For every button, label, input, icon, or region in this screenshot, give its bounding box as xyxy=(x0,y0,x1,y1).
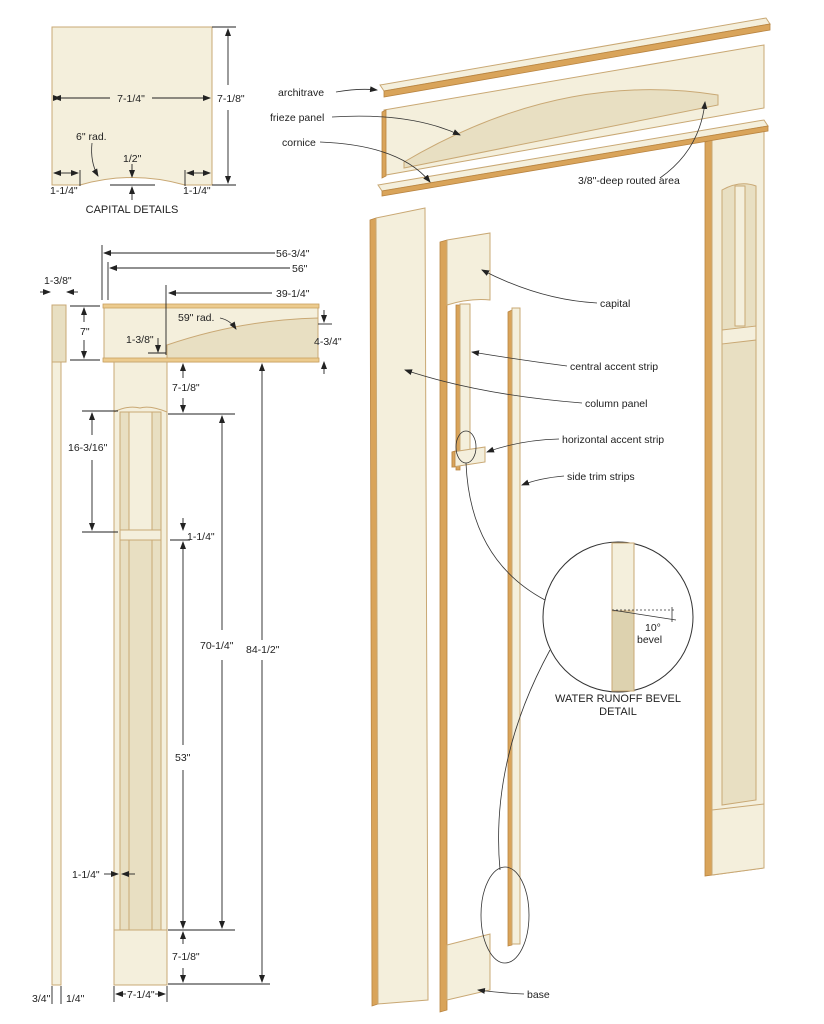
dim-column-width: 7-1/4" xyxy=(127,989,155,1001)
label-frieze-panel: frieze panel xyxy=(270,112,324,124)
capital-left-inset-label: 1-1/4" xyxy=(50,185,78,197)
label-side-trim-strips: side trim strips xyxy=(567,471,635,483)
dim-accent-strip: 1-1/4" xyxy=(187,531,215,543)
dim-lower-panel: 53" xyxy=(175,752,191,764)
label-column-panel: column panel xyxy=(585,398,647,410)
capital-details-title: CAPITAL DETAILS xyxy=(86,204,179,216)
capital-details: 7-1/4" 7-1/8" 6" rad. 1/2" 1-1/4" 1-1/4"… xyxy=(50,26,245,216)
dim-side-strip: 1-1/4" xyxy=(72,869,100,881)
dim-panel-height: 70-1/4" xyxy=(200,640,234,652)
bevel-angle: 10° xyxy=(645,622,661,634)
dim-arch-radius: 59" rad. xyxy=(178,312,214,324)
dim-frieze-width: 56" xyxy=(292,263,308,275)
label-horizontal-accent-strip: horizontal accent strip xyxy=(562,434,664,446)
dim-arch-width: 39-1/4" xyxy=(276,288,310,300)
central-accent-strip xyxy=(459,303,471,453)
label-central-accent-strip: central accent strip xyxy=(570,361,658,373)
capital-width-label: 7-1/4" xyxy=(117,93,145,105)
dim-arch-offset: 1-3/8" xyxy=(126,334,154,346)
capital-height-label: 7-1/8" xyxy=(217,93,245,105)
dim-base-height: 7-1/8" xyxy=(172,951,200,963)
label-routed-area: 3/8"-deep routed area xyxy=(578,175,680,187)
exploded-view: 10° bevel WATER RUNOFF BEVEL DETAIL arch… xyxy=(270,17,771,1013)
bevel-title-1: WATER RUNOFF BEVEL xyxy=(555,693,681,705)
label-capital: capital xyxy=(600,298,630,310)
dim-frieze-height: 7" xyxy=(80,326,90,338)
label-architrave: architrave xyxy=(278,87,324,99)
side-trim-strip xyxy=(511,307,521,945)
dim-side-thickness: 1-3/8" xyxy=(44,275,72,287)
dim-trim-thickness: 1/4" xyxy=(66,993,85,1005)
capital-rise-label: 1/2" xyxy=(123,153,142,165)
column-panel xyxy=(375,207,429,1005)
base-part xyxy=(446,933,491,1001)
base-front xyxy=(113,929,168,986)
label-base: base xyxy=(527,989,550,1001)
side-profile-frieze xyxy=(51,304,67,363)
bevel-title-2: DETAIL xyxy=(599,706,637,718)
routed-area xyxy=(403,89,719,169)
dim-capital-height: 7-1/8" xyxy=(172,382,200,394)
side-profile xyxy=(51,304,62,986)
dim-arch-rise: 4-3/4" xyxy=(314,336,342,348)
capital-part xyxy=(446,232,491,306)
bevel-detail: 10° bevel WATER RUNOFF BEVEL DETAIL xyxy=(542,541,694,718)
dim-upper-panel: 16-3/16" xyxy=(68,442,108,454)
dim-overall-height: 84-1/2" xyxy=(246,644,280,656)
capital-radius-label: 6" rad. xyxy=(76,131,107,143)
dim-overall-width: 56-3/4" xyxy=(276,248,310,260)
capital-right-inset-label: 1-1/4" xyxy=(183,185,211,197)
bevel-label: bevel xyxy=(637,634,662,646)
label-cornice: cornice xyxy=(282,137,316,149)
frieze-arch-routed xyxy=(166,317,319,361)
dim-panel-thickness: 3/4" xyxy=(32,993,51,1005)
elevation-drawing: 56-3/4" 56" 39-1/4" 1-3/8" 7" 59" rad. 1… xyxy=(32,245,342,1005)
accent-strip xyxy=(119,529,162,541)
